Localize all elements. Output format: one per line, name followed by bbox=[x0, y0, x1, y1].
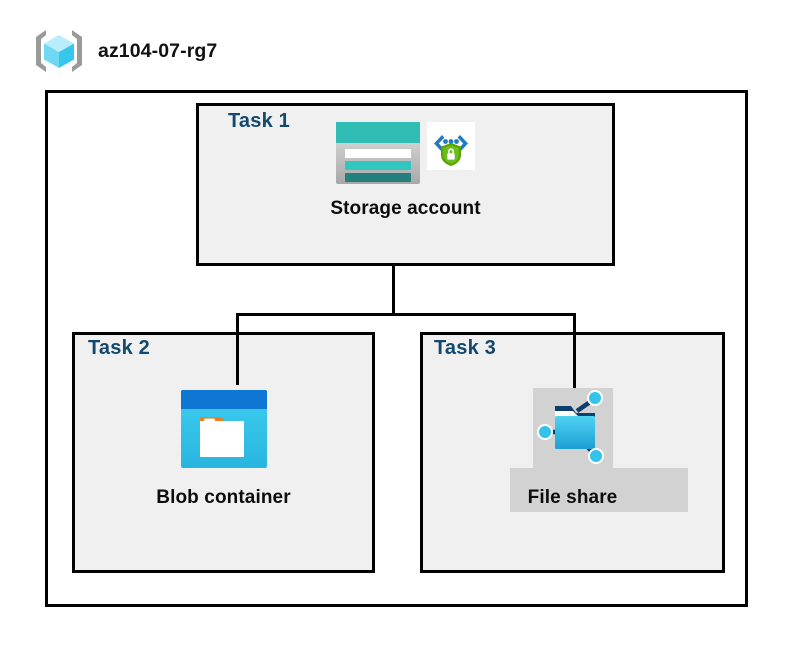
storage-account-icon bbox=[336, 122, 420, 189]
storage-account-caption: Storage account bbox=[330, 198, 481, 219]
blob-container-icon bbox=[180, 390, 267, 473]
resource-group-cube-icon bbox=[32, 27, 86, 75]
task-3-label: Task 3 bbox=[434, 337, 496, 359]
secure-endpoint-shield-icon bbox=[427, 122, 475, 175]
task-1-label: Task 1 bbox=[228, 110, 290, 132]
file-share-icon bbox=[533, 388, 613, 473]
file-share-node: File share bbox=[420, 388, 725, 509]
resource-group-header: az104-07-rg7 bbox=[32, 27, 217, 75]
storage-account-icon-row bbox=[336, 122, 475, 189]
file-share-label-highlight bbox=[510, 468, 688, 512]
blob-container-node: Blob container bbox=[72, 390, 375, 509]
file-share-caption: File share bbox=[527, 487, 618, 508]
storage-account-node: Storage account bbox=[196, 122, 615, 220]
task-2-label: Task 2 bbox=[88, 337, 150, 359]
blob-container-caption: Blob container bbox=[156, 487, 291, 508]
connector-to-file-share bbox=[573, 313, 576, 391]
connector-to-blob-container bbox=[236, 313, 239, 385]
connector-horizontal-bar bbox=[236, 313, 576, 316]
resource-group-name: az104-07-rg7 bbox=[98, 39, 218, 62]
connector-storage-stem bbox=[392, 266, 395, 316]
